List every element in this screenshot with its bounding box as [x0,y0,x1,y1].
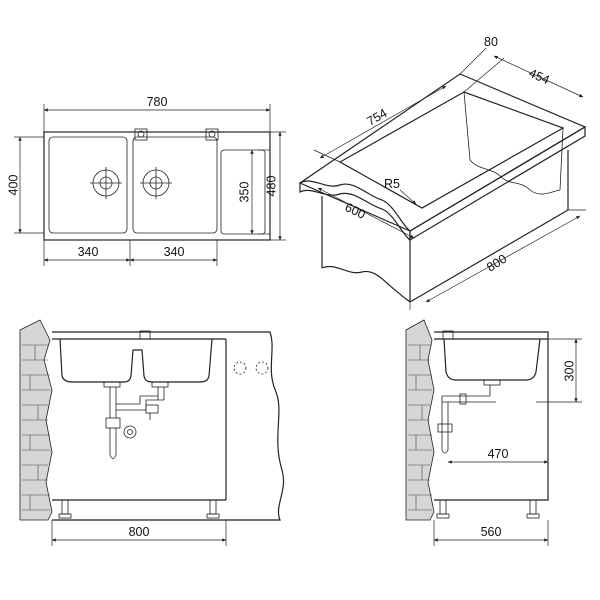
dim-cabinet-length: 800 [484,252,509,275]
dim-bowl-width-right: 340 [164,245,185,259]
dim-bowl-depth-right: 350 [237,182,251,203]
dim-overall-depth: 480 [264,176,278,197]
left-bowl [48,136,128,234]
side-view: 300 470 560 [405,319,582,546]
front-view: 800 [19,319,284,546]
cabinet-legs [58,499,220,519]
sink-bowl-side [443,338,541,381]
sink-outline [43,131,271,241]
pipe-connection-1 [233,361,247,375]
drain-siphon-side [437,379,501,454]
sink-bowls-front [59,338,213,383]
right-drain-icon [140,167,172,199]
tap-hole-left [134,128,148,141]
dim-cabinet-width: 800 [129,525,150,539]
drain-siphon [103,381,169,459]
dim-bowl-height: 300 [562,361,576,382]
cabinet-side [434,331,549,501]
dim-drain-offset: 470 [488,447,509,461]
top-view: 780 400 350 480 340 340 [6,95,286,266]
dim-overall-width: 780 [147,95,168,109]
dim-cutout-depth: 454 [527,66,552,87]
pipe-connection-2 [255,361,269,375]
left-drain-icon [90,167,122,199]
cabinet-front [52,331,284,521]
dim-depth-edge: 80 [484,35,498,49]
dim-cabinet-depth: 560 [481,525,502,539]
cutout-view: 80 454 754 R5 600 800 [298,35,587,310]
dim-bowl-depth-left: 400 [6,175,20,196]
right-bowl [132,136,218,234]
dim-corner-radius: R5 [384,177,400,191]
dim-cutout-width: 600 [343,200,368,222]
tap-hole-right [205,128,219,141]
drain-board [220,149,266,235]
cutout-opening [338,91,565,209]
cabinet-legs-side [436,499,540,519]
dim-bowl-width-left: 340 [78,245,99,259]
